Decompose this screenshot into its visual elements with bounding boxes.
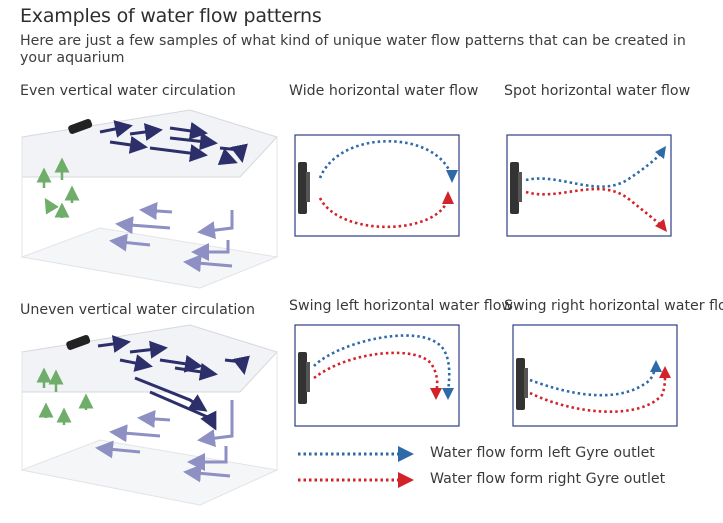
legend-right-arrow-icon	[398, 472, 414, 488]
left-outlet-flow	[318, 140, 454, 179]
right-outlet-flow	[318, 197, 450, 229]
surface-flow-arrows	[99, 120, 248, 166]
gyre-pump-icon	[298, 352, 307, 404]
rising-flow-arrows	[36, 157, 80, 218]
label-wide-horizontal: Wide horizontal water flow	[289, 83, 479, 99]
bottom-flow-arrows	[109, 202, 234, 273]
label-even-vertical: Even vertical water circulation	[20, 83, 236, 99]
rising-flow-arrows	[36, 367, 94, 425]
diagram-swing-left	[294, 324, 460, 427]
page-title: Examples of water flow patterns	[20, 5, 322, 27]
surface-flow-arrows	[97, 335, 250, 431]
legend-left-label: Water flow form left Gyre outlet	[430, 445, 655, 461]
diagram-spot-horizontal	[506, 134, 672, 237]
bottom-flow-arrows	[95, 400, 234, 483]
right-outlet-flow	[529, 373, 667, 414]
diagram-swing-right	[512, 324, 678, 427]
gyre-pump-icon	[510, 162, 519, 214]
tank-even-vertical	[20, 109, 279, 289]
right-outlet-flow	[313, 351, 439, 393]
gyre-pump-icon	[68, 118, 93, 134]
tank-uneven-vertical	[20, 324, 279, 506]
diagram-wide-horizontal	[294, 134, 460, 237]
label-spot-horizontal: Spot horizontal water flow	[504, 83, 691, 99]
label-swing-right: Swing right horizontal water flow	[504, 298, 723, 314]
gyre-pump-icon	[516, 358, 525, 410]
left-outlet-flow	[313, 334, 451, 393]
legend	[298, 446, 414, 488]
legend-left-arrow-icon	[398, 446, 414, 462]
legend-right-label: Water flow form right Gyre outlet	[430, 471, 666, 487]
gyre-pump-icon	[66, 334, 91, 350]
label-swing-left: Swing left horizontal water flow	[289, 298, 513, 314]
page-subtitle: Here are just a few samples of what kind…	[20, 33, 686, 66]
gyre-pump-icon	[298, 162, 307, 214]
left-outlet-flow	[529, 365, 658, 397]
label-uneven-vertical: Uneven vertical water circulation	[20, 302, 255, 318]
